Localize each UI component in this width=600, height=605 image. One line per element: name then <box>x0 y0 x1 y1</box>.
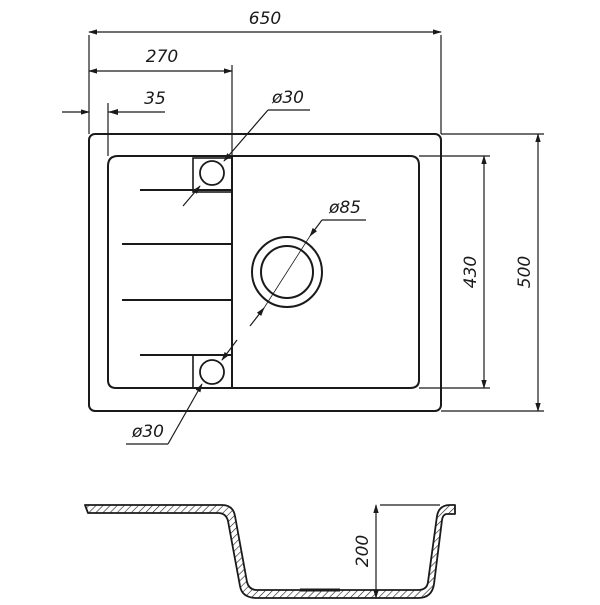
tap-hole-top <box>199 160 225 186</box>
leader-line <box>309 219 323 237</box>
tap-hole-bottom-plate <box>192 354 233 389</box>
dim-total-width: 650 <box>249 9 281 29</box>
dimensions: 650 270 35 ø30 ø85 ø30 430 <box>62 9 544 445</box>
dim-bowl-depth: 430 <box>461 256 481 288</box>
top-view <box>88 133 442 412</box>
drain-hole-inner <box>260 245 314 299</box>
sink-cross-section <box>84 504 456 599</box>
dim-bowl-height: 200 <box>353 535 373 567</box>
leader-line <box>167 383 203 445</box>
dim-drainer-width: 270 <box>146 47 178 67</box>
section-view: 200 <box>84 504 456 599</box>
sink-outer-outline <box>88 133 442 412</box>
dim-tap-hole-top: ø30 <box>271 88 304 108</box>
leader-line <box>223 109 269 162</box>
dim-tap-hole-bottom: ø30 <box>131 422 164 442</box>
drain-diameter-line <box>263 235 311 309</box>
tap-hole-bottom <box>199 359 225 385</box>
dim-arrow <box>108 109 118 115</box>
leader-line <box>182 185 201 207</box>
dim-edge-offset: 35 <box>144 89 166 109</box>
sink-inner-outline <box>107 155 420 389</box>
dim-drain-hole: ø85 <box>328 198 361 218</box>
drain-hole-outer <box>251 236 323 308</box>
tap-hole-top-plate <box>192 157 233 193</box>
leader-line <box>221 339 238 361</box>
dim-total-depth: 500 <box>515 256 535 288</box>
leader-line <box>249 307 265 327</box>
